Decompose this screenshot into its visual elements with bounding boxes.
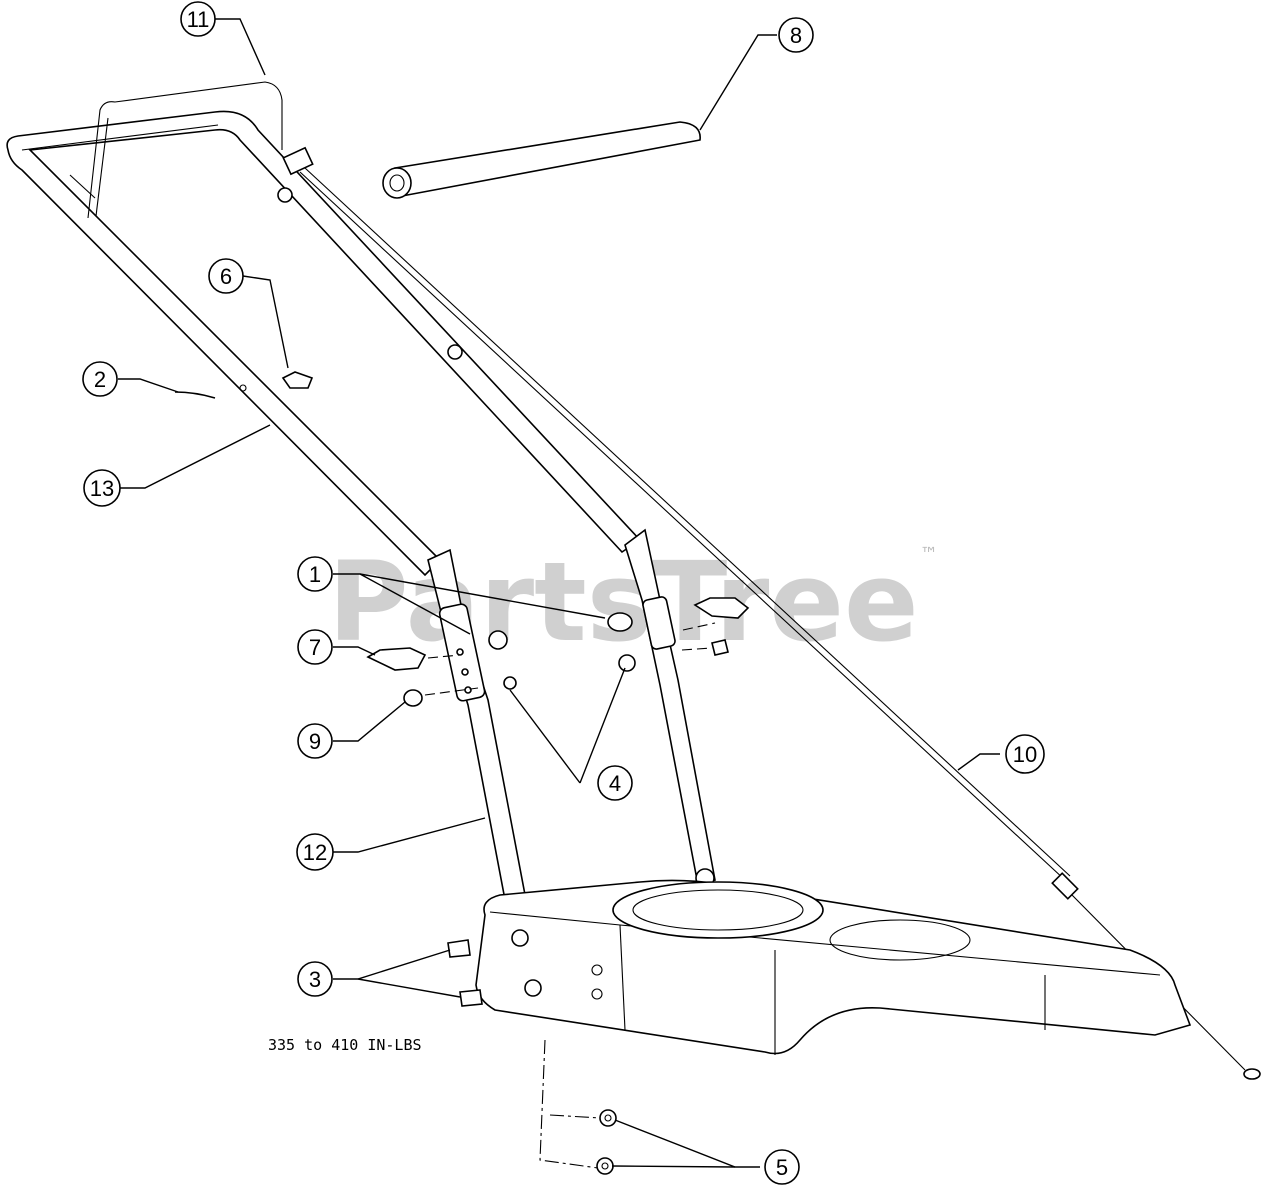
bail-cable: [87, 81, 314, 219]
callout-3[interactable]: 3: [297, 961, 333, 997]
svg-text:10: 10: [1013, 742, 1037, 767]
watermark-tm: ™: [920, 544, 938, 565]
callout-2[interactable]: 2: [82, 361, 118, 397]
torque-note: 335 to 410 IN-LBS: [268, 1036, 422, 1054]
svg-text:5: 5: [776, 1155, 788, 1180]
knobs: [281, 371, 750, 671]
svg-text:9: 9: [309, 729, 321, 754]
deck: [447, 879, 1192, 1055]
svg-text:11: 11: [187, 7, 210, 32]
callout-4[interactable]: 4: [597, 765, 633, 801]
callout-1[interactable]: 1: [297, 556, 333, 592]
right-lower-handle: [624, 528, 716, 888]
svg-text:2: 2: [94, 367, 106, 392]
leader-lines: [118, 18, 1000, 1168]
svg-text:13: 13: [90, 476, 114, 501]
callout-6[interactable]: 6: [208, 258, 244, 294]
svg-text:4: 4: [609, 771, 621, 796]
svg-text:3: 3: [309, 967, 321, 992]
callout-5[interactable]: 5: [764, 1149, 800, 1185]
below-deck-fasteners: [539, 1039, 617, 1175]
grip: [382, 121, 701, 199]
callout-13[interactable]: 13: [83, 469, 121, 507]
left-lower-handle: [427, 548, 546, 1006]
fasteners: [174, 391, 729, 707]
callouts: 11 8 6 2 13 1 7 9: [82, 1, 1045, 1185]
svg-text:8: 8: [790, 23, 802, 48]
svg-text:12: 12: [303, 840, 327, 865]
callout-7[interactable]: 7: [297, 629, 333, 665]
svg-text:6: 6: [220, 264, 232, 289]
svg-text:7: 7: [309, 635, 321, 660]
upper-handle: [6, 110, 642, 577]
callout-10[interactable]: 10: [1005, 734, 1045, 774]
callout-9[interactable]: 9: [297, 723, 333, 759]
drawing: [6, 81, 1261, 1175]
svg-text:1: 1: [309, 562, 321, 587]
callout-8[interactable]: 8: [778, 17, 814, 53]
callout-11[interactable]: 11: [180, 1, 216, 37]
callout-12[interactable]: 12: [296, 833, 334, 871]
